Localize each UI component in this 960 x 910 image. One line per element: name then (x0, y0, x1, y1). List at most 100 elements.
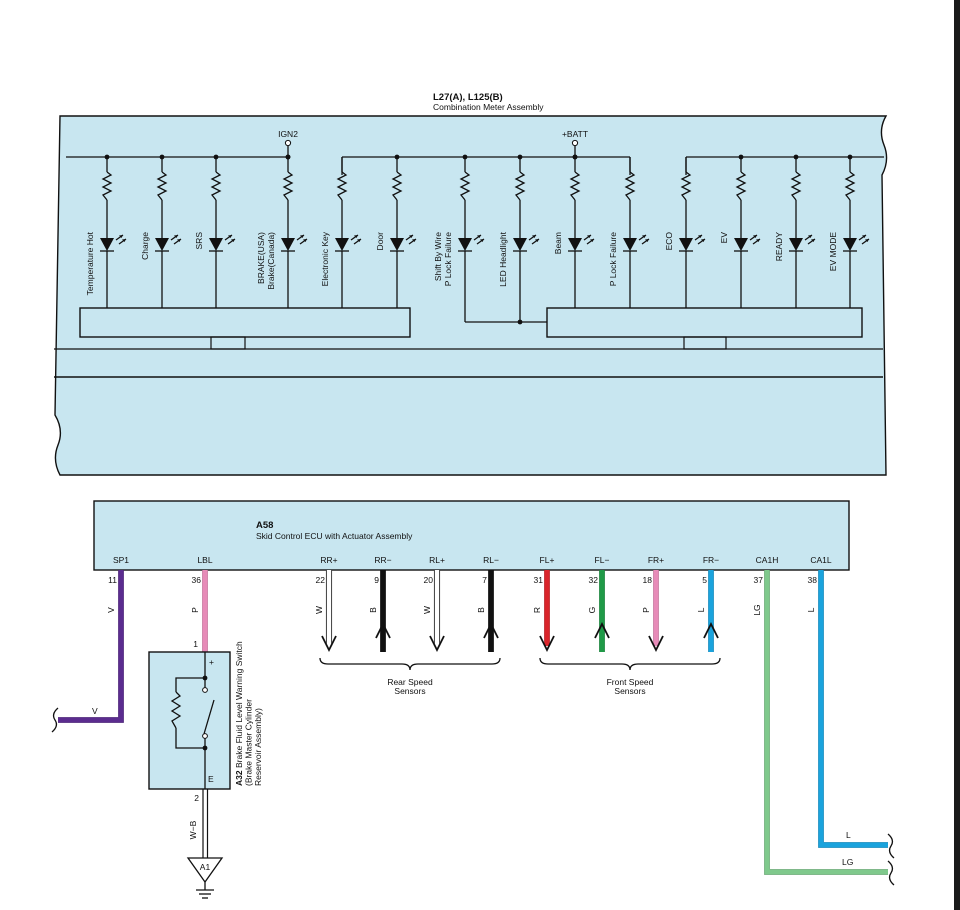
ign2-terminal (284, 139, 292, 147)
wire-label-5: B (476, 607, 486, 613)
resistor-branch-bottom (175, 728, 205, 749)
ecu-pin-4: 20 (424, 575, 434, 585)
lamp-label-line: Temperature Hot (85, 231, 95, 295)
resistor-icon (680, 171, 692, 201)
ecu-pin-0: 11 (108, 575, 117, 585)
lamp-label-line: Brake(Canada) (266, 232, 276, 290)
wire-sp1-outline (58, 570, 124, 723)
resistor-icon (210, 171, 222, 201)
lamp-circuit-3: BRAKE(USA)Brake(Canada) (256, 154, 308, 308)
resistor-icon (790, 171, 802, 201)
led-ray-head (300, 235, 307, 242)
ecu-pin-1: 36 (192, 575, 202, 585)
lamp-label-line: Shift By Wire (433, 232, 443, 281)
lamp-label-line: SRS (194, 232, 204, 250)
lamp-label-line: READY (774, 232, 784, 262)
arrow-up-icon (375, 621, 391, 639)
batt-label: +BATT (562, 129, 588, 139)
led-icon (513, 238, 527, 251)
lamp-label-line: LED Headlight (498, 231, 508, 286)
lamp-label-line: EV (719, 232, 729, 244)
ecu-body (93, 500, 850, 571)
led-ray-head (477, 235, 484, 242)
led-ray-head (532, 235, 539, 242)
arrow-down-icon (648, 635, 664, 653)
arrow-down-icon (539, 635, 555, 653)
ecu-terminal-6: FL+ (540, 555, 555, 565)
wire-break-right-bottom-icon (887, 860, 895, 886)
led-icon (734, 238, 748, 251)
brake-pin-e: 2 (194, 793, 199, 803)
meter-body (54, 115, 888, 476)
arrow-up-icon (703, 621, 719, 639)
ecu-pin-6: 31 (534, 575, 544, 585)
brake-pin-plus: 1 (193, 639, 198, 649)
led-ray-head (808, 235, 815, 242)
led-ray-head (119, 235, 126, 242)
switch-blade-icon (203, 699, 215, 735)
ecu-pin-7: 32 (589, 575, 599, 585)
ecu-pin-11: 38 (808, 575, 818, 585)
wire-label-2: W (314, 606, 324, 614)
lamp-label: SRS (194, 232, 204, 250)
led-ray-head (354, 235, 361, 242)
lamp-label-line: P Lock Failure (443, 232, 453, 286)
led-icon (100, 238, 114, 251)
resistor-icon (101, 171, 113, 201)
wire-ca1l-outline (818, 570, 888, 848)
switch-resistor-icon (170, 691, 182, 729)
meter-name: Combination Meter Assembly (433, 102, 544, 112)
lamp-circuit-5: Door (375, 154, 417, 308)
brake-plus-label: + (209, 657, 214, 667)
ecu-terminal-9: FR− (703, 555, 719, 565)
lamp-label: EV MODE (828, 232, 838, 272)
led-icon (335, 238, 349, 251)
lamp-label: Shift By WireP Lock Failure (433, 232, 453, 286)
lamp-circuit-13: EV MODE (828, 154, 870, 308)
led-ray-head (174, 235, 181, 242)
lamp-label: Beam (553, 232, 563, 254)
wire-ca1h (764, 570, 888, 875)
ecu-code: A58 (256, 520, 273, 531)
lamp-label: Charge (140, 232, 150, 260)
ecu-terminal-4: RL+ (429, 555, 445, 565)
wire-label-0: V (106, 607, 116, 613)
lamp-circuit-9: P Lock Failure (608, 157, 650, 308)
resistor-icon (624, 171, 636, 201)
lamp-circuit-10: ECO (664, 157, 706, 308)
ground-point-label: A1 (200, 862, 211, 872)
ground-point-icon (186, 857, 224, 884)
ecu-terminal-0: SP1 (113, 555, 129, 565)
lamp-circuit-4: Electronic Key (320, 157, 362, 308)
wire-ca1h-outline (764, 570, 888, 875)
resistor-icon (282, 171, 294, 201)
led-icon (679, 238, 693, 251)
rear-sensor-brace (319, 657, 501, 671)
ecu-terminal-3: RR− (374, 555, 391, 565)
lamp-label: P Lock Failure (608, 232, 618, 286)
led-icon (155, 238, 169, 251)
lamp-circuit-12: READY (774, 154, 816, 308)
led-ray-head (228, 235, 235, 242)
ecu-terminal-2: RR+ (320, 555, 337, 565)
wire-label-10: LG (752, 604, 762, 615)
ecu-pin-10: 37 (754, 575, 764, 585)
resistor-icon (735, 171, 747, 201)
resistor-icon (844, 171, 856, 201)
rear-sensors-label-line: Rear Speed (387, 677, 433, 687)
led-icon (390, 238, 404, 251)
wire-label-7: G (587, 607, 597, 614)
ecu-terminal-11: CA1L (810, 555, 832, 565)
brake-switch-label-line: (Brake Master Cylinder (244, 699, 254, 786)
resistor-icon (156, 171, 168, 201)
lamp-label-line: BRAKE(USA) (256, 232, 266, 284)
resistor-icon (391, 171, 403, 201)
ecu-terminal-1: LBL (197, 555, 212, 565)
switch-contact-bottom (202, 733, 208, 739)
resistor-branch-top (175, 677, 205, 692)
wire-label-6: R (532, 607, 542, 613)
ecu-terminal-5: RL− (483, 555, 499, 565)
front-sensor-brace (539, 657, 721, 671)
